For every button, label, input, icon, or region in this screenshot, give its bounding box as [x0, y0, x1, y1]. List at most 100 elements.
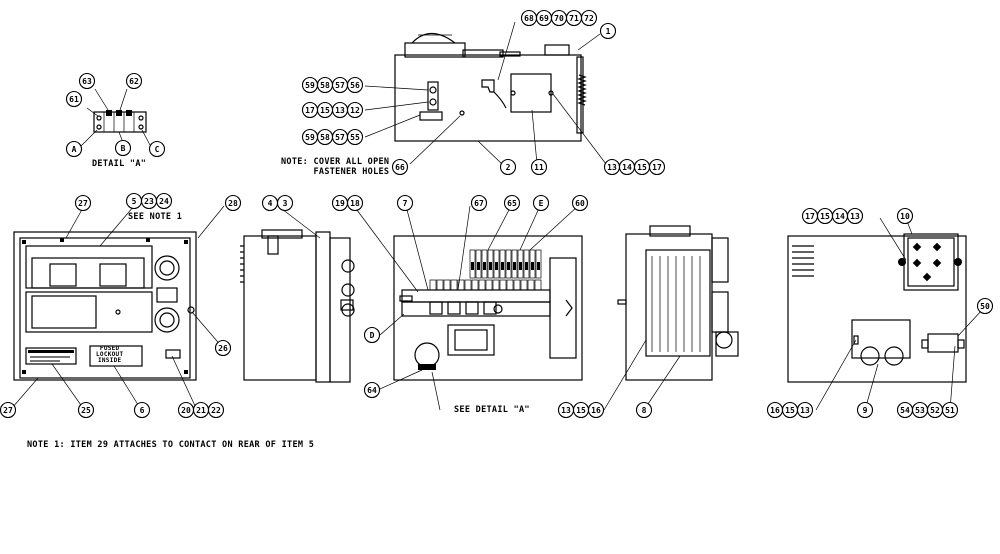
fused-lockout-label: FUSED LOCKOUT INSIDE — [96, 345, 124, 364]
callout-bubble — [580, 9, 598, 27]
terminal-module — [478, 279, 486, 291]
callout-bubble — [796, 401, 814, 419]
note-cover-holes: NOTE: COVER ALL OPEN FASTENER HOLES — [281, 157, 390, 177]
terminal-module — [513, 279, 521, 291]
callout-number: 9 — [863, 406, 868, 415]
callout-number: 64 — [367, 386, 377, 395]
callout-bubble — [648, 158, 666, 176]
relay-module — [517, 249, 524, 279]
callout-c27b: 27 — [0, 401, 17, 419]
callout-number: 17 — [305, 106, 315, 115]
callout-bubble — [896, 207, 914, 225]
note-see-detail-a: SEE DETAIL "A" — [454, 405, 530, 415]
callout-number: 3 — [283, 199, 288, 208]
callout-bubble — [599, 22, 617, 40]
callout-number: 68 — [524, 14, 534, 23]
note-see-note-1: SEE NOTE 1 — [128, 212, 183, 222]
callout-number: 13 — [800, 406, 810, 415]
callout-number: 53 — [915, 406, 925, 415]
callout-bubble — [346, 128, 364, 146]
callout-c63: 63 — [78, 72, 96, 90]
callout-number: 18 — [350, 199, 360, 208]
callout-bubble — [77, 401, 95, 419]
callout-number: 7 — [403, 199, 408, 208]
callout-number: 19 — [335, 199, 345, 208]
callout-number: 21 — [196, 406, 206, 415]
callout-number: 16 — [770, 406, 780, 415]
callout-c62: 62 — [125, 72, 143, 90]
callout-c26: 26 — [214, 339, 232, 357]
callout-number: 15 — [820, 212, 830, 221]
relay-module-indicator — [531, 262, 534, 270]
callout-bubble — [214, 339, 232, 357]
callout-bubble — [276, 194, 294, 212]
callout-bubble — [363, 381, 381, 399]
callout-number: 23 — [144, 197, 154, 206]
callout-number: 57 — [335, 133, 345, 142]
callout-c2: 2 — [499, 158, 517, 176]
front-view-enclosure — [13, 231, 197, 381]
callout-c28: 28 — [224, 194, 242, 212]
callout-number: 62 — [129, 77, 139, 86]
callout-c10: 10 — [896, 207, 914, 225]
terminal-module — [450, 279, 458, 291]
callout-bubble — [391, 158, 409, 176]
callout-number: 13 — [607, 163, 617, 172]
callout-number: 2 — [506, 163, 511, 172]
terminal-module — [443, 279, 451, 291]
callout-bubble — [856, 401, 874, 419]
callout-c11: 11 — [530, 158, 548, 176]
callout-number: 17 — [805, 212, 815, 221]
relay-module-indicator — [513, 262, 516, 270]
callout-bubble — [74, 194, 92, 212]
detail-a-title: DETAIL "A" — [92, 159, 147, 169]
callout-number: 4 — [268, 199, 273, 208]
callout-cB: B — [114, 139, 132, 157]
callout-number: 51 — [945, 406, 955, 415]
callout-bubble — [0, 401, 17, 419]
callout-bubble — [346, 101, 364, 119]
terminal-module — [436, 279, 444, 291]
relay-module-indicator — [525, 262, 528, 270]
callout-bubble — [396, 194, 414, 212]
callout-number: 24 — [159, 197, 169, 206]
terminal-module — [464, 279, 472, 291]
terminal-module — [499, 279, 507, 291]
callout-number: 55 — [350, 133, 360, 142]
callout-number: 56 — [350, 81, 360, 90]
callout-number: 27 — [78, 199, 88, 208]
relay-module — [469, 249, 476, 279]
relay-module-indicator — [471, 262, 474, 270]
leader-lines — [11, 21, 983, 411]
note-1: NOTE 1: ITEM 29 ATTACHES TO CONTACT ON R… — [27, 440, 315, 450]
callout-c67: 67 — [470, 194, 488, 212]
callout-number: 66 — [395, 163, 405, 172]
callout-number: B — [121, 144, 126, 153]
callout-number: 26 — [218, 344, 228, 353]
relay-module — [481, 249, 488, 279]
callout-number: 12 — [350, 106, 360, 115]
internal-view-enclosure — [393, 235, 583, 381]
callout-number: 15 — [576, 406, 586, 415]
callout-number: 54 — [900, 406, 910, 415]
relay-module — [487, 249, 494, 279]
relay-module-indicator — [519, 262, 522, 270]
callout-bubble — [635, 401, 653, 419]
callout-bubble — [470, 194, 488, 212]
callout-bubble — [346, 194, 364, 212]
callout-number: 15 — [637, 163, 647, 172]
callout-bubble — [155, 192, 173, 210]
callout-number: 70 — [554, 14, 564, 23]
